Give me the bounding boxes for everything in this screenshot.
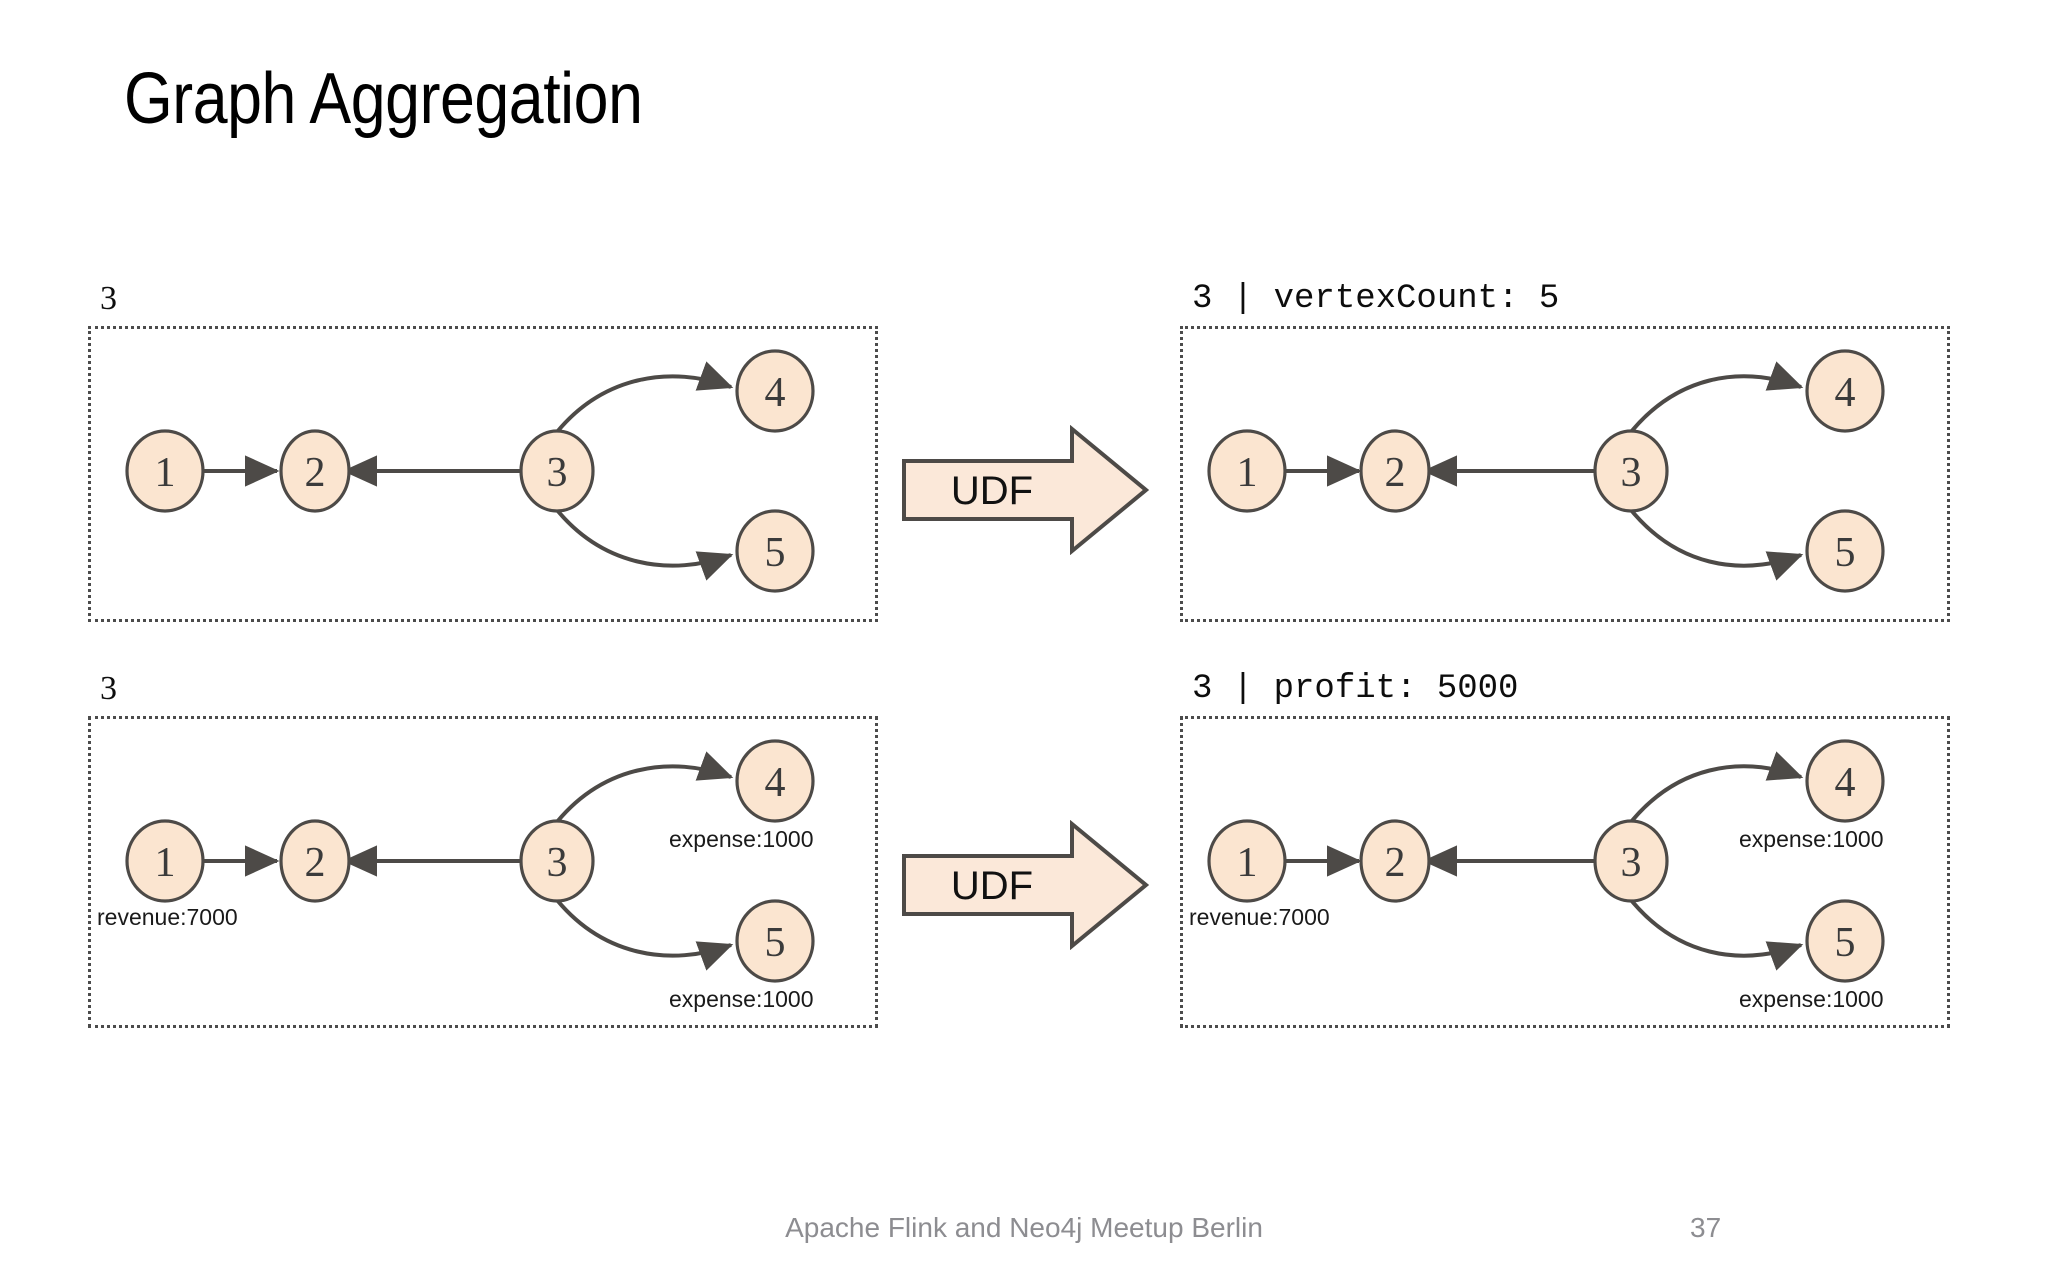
node-1-label: 1 xyxy=(155,450,176,496)
edge-3-5 xyxy=(1625,893,1804,971)
node-3-label: 3 xyxy=(1621,840,1642,886)
block-arrow-icon xyxy=(902,424,1150,556)
node-5: 5 xyxy=(735,509,815,593)
panel-bottom-left: 3 1 2 3 xyxy=(88,672,878,1028)
node-4: 4 xyxy=(1805,349,1885,433)
panel-top-right-label: 3 | vertexCount: 5 xyxy=(1192,280,1560,318)
panel-bottom-left-box: 1 2 3 4 5 revenue:7000 expense:1000 expe… xyxy=(88,716,878,1028)
node-5: 5 xyxy=(735,899,815,983)
node-5-label: 5 xyxy=(1835,530,1856,576)
block-arrow-icon xyxy=(902,819,1150,951)
node-4-label: 4 xyxy=(765,760,786,806)
edge-3-4 xyxy=(551,361,734,439)
edge-3-4 xyxy=(1625,751,1804,829)
property-expense-node-4: expense:1000 xyxy=(1739,826,1884,852)
node-5: 5 xyxy=(1805,899,1885,983)
graph-top-left: 1 2 3 4 5 xyxy=(125,349,815,593)
udf-arrow-top: UDF xyxy=(900,424,1150,560)
node-3: 3 xyxy=(519,819,595,903)
graph-top-right: 1 2 3 4 5 xyxy=(1207,349,1885,593)
property-expense-node-5: expense:1000 xyxy=(669,986,814,1012)
node-5: 5 xyxy=(1805,509,1885,593)
edge-3-5 xyxy=(1625,503,1804,581)
node-2: 2 xyxy=(1359,429,1431,513)
udf-arrow-top-label: UDF xyxy=(951,469,1033,513)
node-2-label: 2 xyxy=(1385,450,1406,496)
node-4: 4 xyxy=(735,739,815,823)
node-4: 4 xyxy=(735,349,815,433)
node-1-label: 1 xyxy=(1237,450,1258,496)
page-number: 37 xyxy=(1690,1212,1722,1243)
node-2: 2 xyxy=(1359,819,1431,903)
udf-arrow-top-svg: UDF xyxy=(902,424,1150,556)
node-1: 1 xyxy=(125,429,205,513)
edge-3-4 xyxy=(551,751,734,829)
edge-3-4 xyxy=(1625,361,1804,439)
node-5-label: 5 xyxy=(1835,920,1856,966)
node-2: 2 xyxy=(279,429,351,513)
panel-top-left-label: 3 xyxy=(100,280,117,317)
property-revenue-node-1: revenue:7000 xyxy=(1189,904,1330,930)
node-1-label: 1 xyxy=(1237,840,1258,886)
node-4-label: 4 xyxy=(1835,370,1856,416)
node-2-label: 2 xyxy=(1385,840,1406,886)
graph-bottom-left: 1 2 3 4 5 revenue:7000 expense:1000 expe… xyxy=(97,739,815,1012)
node-3-label: 3 xyxy=(1621,450,1642,496)
panel-top-right: 3 | vertexCount: 5 1 2 3 xyxy=(1180,282,1950,622)
udf-arrow-bottom-svg: UDF xyxy=(902,819,1150,951)
node-3-label: 3 xyxy=(547,450,568,496)
node-4-label: 4 xyxy=(1835,760,1856,806)
panel-top-left: 3 1 2 3 xyxy=(88,282,878,622)
node-3: 3 xyxy=(1593,429,1669,513)
panel-bottom-right-label: 3 | profit: 5000 xyxy=(1192,670,1519,708)
udf-arrow-bottom: UDF xyxy=(900,819,1150,955)
node-3-label: 3 xyxy=(547,840,568,886)
node-1: 1 xyxy=(125,819,205,903)
node-1: 1 xyxy=(1207,819,1287,903)
node-1-label: 1 xyxy=(155,840,176,886)
panel-top-right-box: 1 2 3 4 5 xyxy=(1180,326,1950,622)
property-expense-node-4: expense:1000 xyxy=(669,826,814,852)
graph-bottom-right: 1 2 3 4 5 revenue:7000 expense:1000 expe… xyxy=(1189,739,1885,1012)
node-4-label: 4 xyxy=(765,370,786,416)
panel-bottom-left-label: 3 xyxy=(100,670,117,707)
node-3: 3 xyxy=(1593,819,1669,903)
node-5-label: 5 xyxy=(765,530,786,576)
panel-bottom-right: 3 | profit: 5000 1 2 3 xyxy=(1180,672,1950,1028)
node-5-label: 5 xyxy=(765,920,786,966)
page-title: Graph Aggregation xyxy=(124,59,643,139)
edge-3-5 xyxy=(551,893,734,971)
panel-top-left-box: 1 2 3 4 5 xyxy=(88,326,878,622)
footer-title: Apache Flink and Neo4j Meetup Berlin xyxy=(785,1212,1263,1243)
node-3: 3 xyxy=(519,429,595,513)
node-2: 2 xyxy=(279,819,351,903)
property-revenue-node-1: revenue:7000 xyxy=(97,904,238,930)
property-expense-node-5: expense:1000 xyxy=(1739,986,1884,1012)
node-1: 1 xyxy=(1207,429,1287,513)
edge-3-5 xyxy=(551,503,734,581)
panel-bottom-right-box: 1 2 3 4 5 revenue:7000 expense:1000 expe… xyxy=(1180,716,1950,1028)
node-4: 4 xyxy=(1805,739,1885,823)
node-2-label: 2 xyxy=(305,450,326,496)
udf-arrow-bottom-label: UDF xyxy=(951,864,1033,908)
node-2-label: 2 xyxy=(305,840,326,886)
